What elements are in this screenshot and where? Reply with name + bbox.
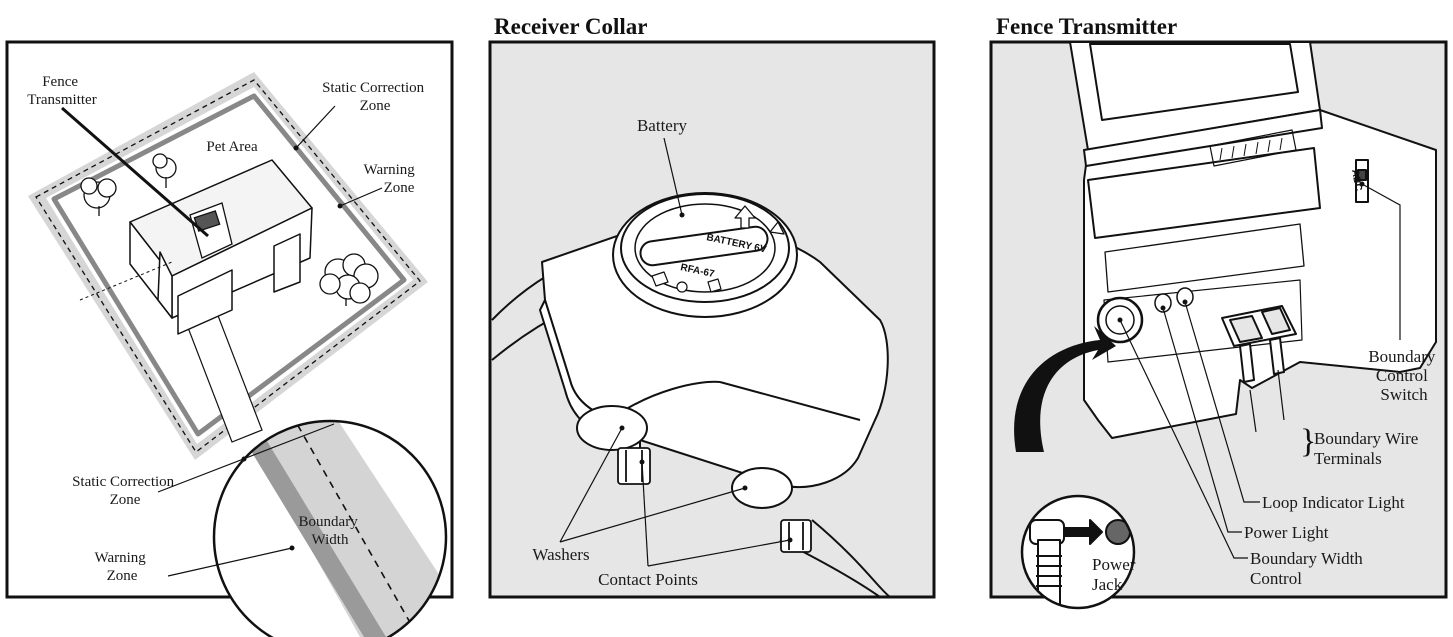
label-fence-transmitter: Fence Transmitter	[27, 74, 96, 108]
transmitter-panel: Fence Transmitter	[989, 14, 1448, 610]
boundary-center-dashed	[271, 421, 421, 637]
warning-boundary-wire	[51, 93, 407, 437]
label-boundary-width: Boundary Width	[299, 514, 362, 548]
curved-arrow-icon	[1014, 326, 1116, 452]
label-boundary-width-control: Boundary Width Control	[1250, 549, 1367, 588]
label-battery: Battery	[637, 116, 688, 135]
fence-transmitter-leader	[61, 106, 209, 238]
washer-icon	[576, 405, 793, 509]
label-boundary-wire-terminals: Boundary Wire Terminals	[1314, 429, 1423, 468]
contact-point-icon	[617, 447, 812, 553]
label-static-correction-zone-top: Static Correction Zone	[322, 80, 428, 114]
label-power-jack: Power Jack	[1092, 555, 1140, 594]
boundary-magnifier	[212, 419, 448, 637]
fence-transmitter-icon	[189, 202, 233, 259]
brace-symbol: }	[1300, 423, 1316, 460]
label-washers: Washers	[532, 545, 589, 564]
collar-panel: Receiver Collar BATTERY 6V RFA-67	[488, 14, 936, 599]
collar-title: Receiver Collar	[494, 14, 647, 39]
label-contact-points: Contact Points	[598, 570, 698, 589]
label-warning-zone-top: Warning Zone	[363, 162, 418, 196]
tree-icon	[80, 153, 379, 306]
static-correction-boundary	[35, 79, 421, 453]
label-static-correction-zone-bottom: Static Correction Zone	[72, 474, 178, 508]
label-power-light: Power Light	[1244, 523, 1329, 542]
label-loop-indicator-light: Loop Indicator Light	[1262, 493, 1405, 512]
switch-marks: ABC	[1349, 169, 1364, 192]
fence-transmitter-body	[1069, 41, 1437, 439]
label-boundary-control-switch: Boundary Control Switch	[1368, 347, 1439, 404]
label-warning-zone-bottom: Warning Zone	[94, 550, 149, 584]
label-pet-area: Pet Area	[206, 139, 258, 155]
transmitter-title: Fence Transmitter	[996, 14, 1177, 39]
yard-panel: Fence Transmitter Static Correction Zone…	[5, 40, 454, 637]
